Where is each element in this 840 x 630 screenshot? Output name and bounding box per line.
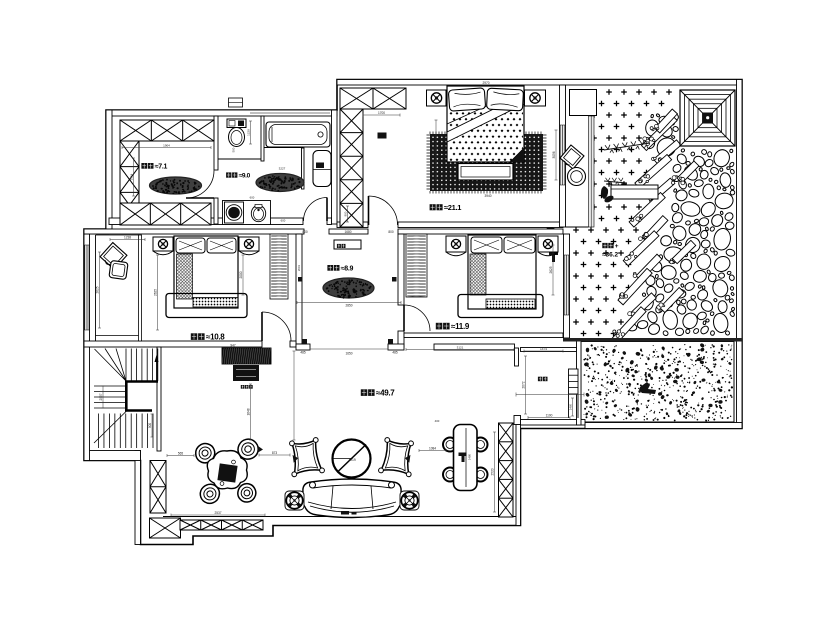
- svg-text:600: 600: [250, 196, 255, 200]
- svg-text:3940: 3940: [484, 194, 491, 198]
- svg-text:947: 947: [230, 344, 236, 348]
- svg-text:1229: 1229: [247, 129, 251, 136]
- svg-text:800: 800: [302, 230, 308, 234]
- svg-text:500: 500: [232, 147, 236, 152]
- svg-text:≈10.8: ≈10.8: [206, 333, 225, 342]
- svg-text:2850: 2850: [345, 304, 352, 308]
- svg-text:1700: 1700: [378, 111, 385, 115]
- svg-text:2957: 2957: [99, 393, 103, 400]
- svg-text:1100: 1100: [546, 414, 553, 418]
- svg-text:1019: 1019: [348, 458, 356, 462]
- svg-text:1654: 1654: [130, 173, 134, 180]
- svg-text:2625: 2625: [96, 286, 100, 293]
- svg-text:≈21.1: ≈21.1: [444, 203, 461, 212]
- svg-text:1680: 1680: [344, 230, 351, 234]
- svg-text:900: 900: [148, 423, 152, 429]
- svg-text:1460: 1460: [569, 403, 573, 410]
- svg-text:≈11.9: ≈11.9: [451, 322, 470, 331]
- svg-text:≈36.2: ≈36.2: [602, 252, 619, 259]
- svg-text:565: 565: [178, 452, 184, 456]
- svg-text:2520: 2520: [491, 468, 495, 475]
- svg-text:1474: 1474: [540, 347, 547, 351]
- svg-text:2625: 2625: [549, 266, 553, 273]
- svg-text:1904: 1904: [163, 144, 170, 148]
- svg-text:2072: 2072: [522, 381, 526, 388]
- svg-text:≈9.0: ≈9.0: [239, 173, 251, 180]
- svg-text:≈7.1: ≈7.1: [155, 164, 168, 171]
- svg-text:1650: 1650: [345, 352, 352, 356]
- svg-text:485: 485: [300, 351, 306, 355]
- svg-text:1084: 1084: [429, 447, 436, 451]
- svg-text:2537: 2537: [214, 511, 221, 515]
- svg-text:2970: 2970: [482, 81, 489, 85]
- svg-text:3121: 3121: [457, 346, 464, 350]
- svg-text:800: 800: [388, 230, 394, 234]
- svg-text:3056: 3056: [552, 151, 556, 158]
- svg-text:3227: 3227: [279, 167, 286, 171]
- svg-text:1480: 1480: [468, 453, 472, 460]
- svg-text:+: +: [615, 243, 619, 250]
- svg-text:3664: 3664: [432, 146, 436, 153]
- svg-text:2625: 2625: [154, 289, 158, 296]
- svg-text:2000: 2000: [239, 271, 243, 278]
- svg-text:400: 400: [435, 419, 440, 423]
- svg-text:1238: 1238: [124, 236, 131, 240]
- svg-text:600: 600: [281, 219, 286, 223]
- svg-text:1648: 1648: [247, 408, 251, 415]
- svg-text:900: 900: [344, 211, 348, 216]
- svg-text:873: 873: [272, 451, 278, 455]
- svg-text:≈8.9: ≈8.9: [341, 266, 354, 273]
- svg-text:≈49.7: ≈49.7: [376, 389, 395, 398]
- svg-text:2001: 2001: [297, 264, 301, 271]
- svg-text:485: 485: [392, 351, 398, 355]
